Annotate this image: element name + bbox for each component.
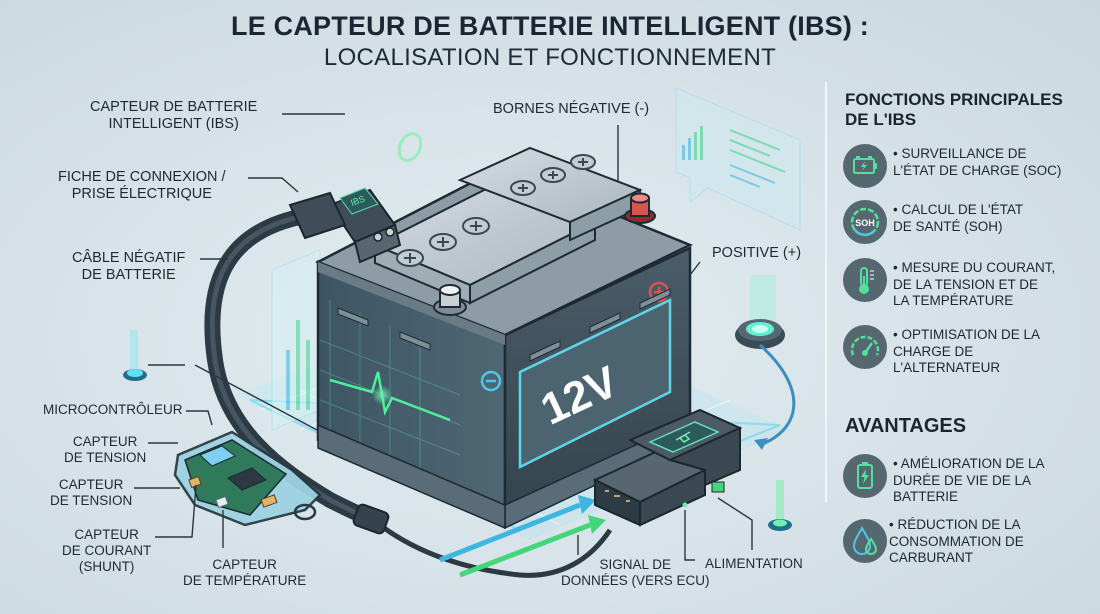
advantage-item-fuel: • RÉDUCTION DE LA CONSOMMATION DE CARBUR… <box>843 517 1093 567</box>
label-negative-cable: CÂBLE NÉGATIF DE BATTERIE <box>72 250 185 284</box>
function-alt-line1: • OPTIMISATION DE LA <box>893 327 1040 342</box>
battery-illustration: IBS 12V <box>123 87 801 578</box>
function-text: • MESURE DU COURANT, DE LA TENSION ET DE… <box>893 260 1055 310</box>
ecu-connector <box>592 408 743 527</box>
label-data-signal-line1: SIGNAL DE <box>599 557 672 572</box>
label-temp-line1: CAPTEUR <box>212 557 277 572</box>
thermometer-icon <box>843 258 887 302</box>
speedometer-icon <box>843 325 887 369</box>
ibs-tag: IBS <box>349 194 366 208</box>
label-connector-line2: PRISE ÉLECTRIQUE <box>71 186 212 202</box>
sensor-puck-bottom <box>768 480 792 531</box>
advantage-text: • RÉDUCTION DE LA CONSOMMATION DE CARBUR… <box>889 517 1024 567</box>
label-positive-terminal: POSITIVE (+) <box>712 245 802 261</box>
label-voltage1-line2: DE TENSION <box>64 450 147 465</box>
soh-icon-text: SOH <box>855 218 875 228</box>
label-current-sensor: CAPTEUR DE COURANT (SHUNT) <box>62 527 151 575</box>
label-data-signal-line2: DONNÉES (VERS ECU) <box>561 573 710 588</box>
advantage-item-battery-life: • AMÉLIORATION DE LA DURÉE DE VIE DE LA … <box>843 454 1093 504</box>
data-arrows <box>439 495 606 578</box>
battery-charge-icon <box>843 144 887 188</box>
function-measure-line2: DE LA TENSION ET DE <box>893 276 1039 292</box>
functions-heading-line1: FONCTIONS PRINCIPALES <box>845 90 1063 109</box>
function-soc-line2: L'ÉTAT DE CHARGE (SOC) <box>893 162 1062 178</box>
advantage-life-line2: DURÉE DE VIE DE LA <box>893 472 1032 488</box>
holo-panel-chart <box>675 87 801 231</box>
ibs-sensor-clamp <box>288 187 402 264</box>
label-ibs-line1: CAPTEUR DE BATTERIE <box>90 99 258 115</box>
function-item-soc: • SURVEILLANCE DE L'ÉTAT DE CHARGE (SOC) <box>843 144 1093 190</box>
label-ibs-line2: INTELLIGENT (IBS) <box>108 116 239 132</box>
title-line-2: LOCALISATION ET FONCTIONNEMENT <box>323 44 777 71</box>
label-temperature-sensor: CAPTEUR DE TEMPÉRATURE <box>183 557 306 589</box>
fuel-drop-icon <box>843 519 887 563</box>
holo-panel-left <box>271 249 321 431</box>
label-data-signal: SIGNAL DE DONNÉES (VERS ECU) <box>561 557 710 589</box>
advantage-fuel-line1: • RÉDUCTION DE LA <box>889 517 1021 532</box>
title-line-1: LE CAPTEUR DE BATTERIE INTELLIGENT (IBS)… <box>231 11 869 41</box>
function-soh-line1: • CALCUL DE L'ÉTAT <box>893 202 1024 217</box>
label-current-line3: (SHUNT) <box>78 559 135 574</box>
label-neg-cable-line2: DE BATTERIE <box>81 267 176 283</box>
sensor-puck-left <box>123 330 147 381</box>
label-microcontroller: MICROCONTRÔLEUR <box>43 402 183 417</box>
check-hologram <box>397 132 423 162</box>
battery-life-icon <box>843 454 887 498</box>
leader-lines <box>134 113 753 561</box>
soh-gauge-icon: SOH <box>843 200 887 244</box>
advantage-text: • AMÉLIORATION DE LA DURÉE DE VIE DE LA … <box>893 456 1045 506</box>
pcb-module <box>173 430 322 527</box>
label-connector: FICHE DE CONNEXION / PRISE ÉLECTRIQUE <box>58 169 226 203</box>
battery-12v <box>314 146 694 530</box>
function-text: • OPTIMISATION DE LA CHARGE DE L'ALTERNA… <box>893 327 1040 377</box>
function-text: • SURVEILLANCE DE L'ÉTAT DE CHARGE (SOC) <box>893 146 1061 179</box>
label-voltage-sensor-2: CAPTEUR DE TENSION <box>50 477 132 509</box>
advantage-life-line1: • AMÉLIORATION DE LA <box>893 456 1045 471</box>
label-connector-line1: FICHE DE CONNEXION / <box>58 169 226 185</box>
label-power: ALIMENTATION <box>705 556 803 571</box>
label-temp-line2: DE TEMPÉRATURE <box>183 573 307 588</box>
advantage-fuel-line3: CARBURANT <box>889 550 974 565</box>
label-voltage2-line1: CAPTEUR <box>58 477 124 492</box>
label-current-line2: DE COURANT <box>62 543 152 558</box>
function-item-alternator: • OPTIMISATION DE LA CHARGE DE L'ALTERNA… <box>843 325 1093 375</box>
advantages-heading: AVANTAGES <box>845 415 967 437</box>
label-voltage2-line2: DE TENSION <box>50 493 133 508</box>
label-voltage1-line1: CAPTEUR <box>72 434 138 449</box>
function-text: • CALCUL DE L'ÉTAT DE SANTÉ (SOH) <box>893 202 1023 235</box>
function-measure-line3: LA TEMPÉRATURE <box>893 293 1014 308</box>
sensor-puck-right <box>735 275 785 349</box>
info-panel: FONCTIONS PRINCIPALES DE L'IBS • SURVEIL… <box>825 82 1097 565</box>
label-current-line1: CAPTEUR <box>74 527 139 542</box>
advantage-fuel-line2: CONSOMMATION DE <box>889 533 1024 549</box>
function-soc-line1: • SURVEILLANCE DE <box>893 146 1027 161</box>
function-soh-line2: DE SANTÉ (SOH) <box>893 218 1003 234</box>
function-alt-line3: L'ALTERNATEUR <box>893 360 1001 375</box>
label-negative-terminal: BORNES NÉGATIVE (-) <box>493 101 650 117</box>
function-item-measure: • MESURE DU COURANT, DE LA TENSION ET DE… <box>843 258 1093 308</box>
label-ibs: CAPTEUR DE BATTERIE INTELLIGENT (IBS) <box>90 99 257 133</box>
functions-heading-line2: DE L'IBS <box>845 110 917 129</box>
function-alt-line2: CHARGE DE <box>893 343 974 359</box>
function-measure-line1: • MESURE DU COURANT, <box>893 260 1056 275</box>
functions-heading: FONCTIONS PRINCIPALES DE L'IBS <box>845 90 1063 130</box>
label-neg-cable-line1: CÂBLE NÉGATIF <box>72 250 186 266</box>
label-voltage-sensor-1: CAPTEUR DE TENSION <box>64 434 146 466</box>
function-item-soh: SOH • CALCUL DE L'ÉTAT DE SANTÉ (SOH) <box>843 200 1093 246</box>
advantage-life-line3: BATTERIE <box>893 489 959 504</box>
